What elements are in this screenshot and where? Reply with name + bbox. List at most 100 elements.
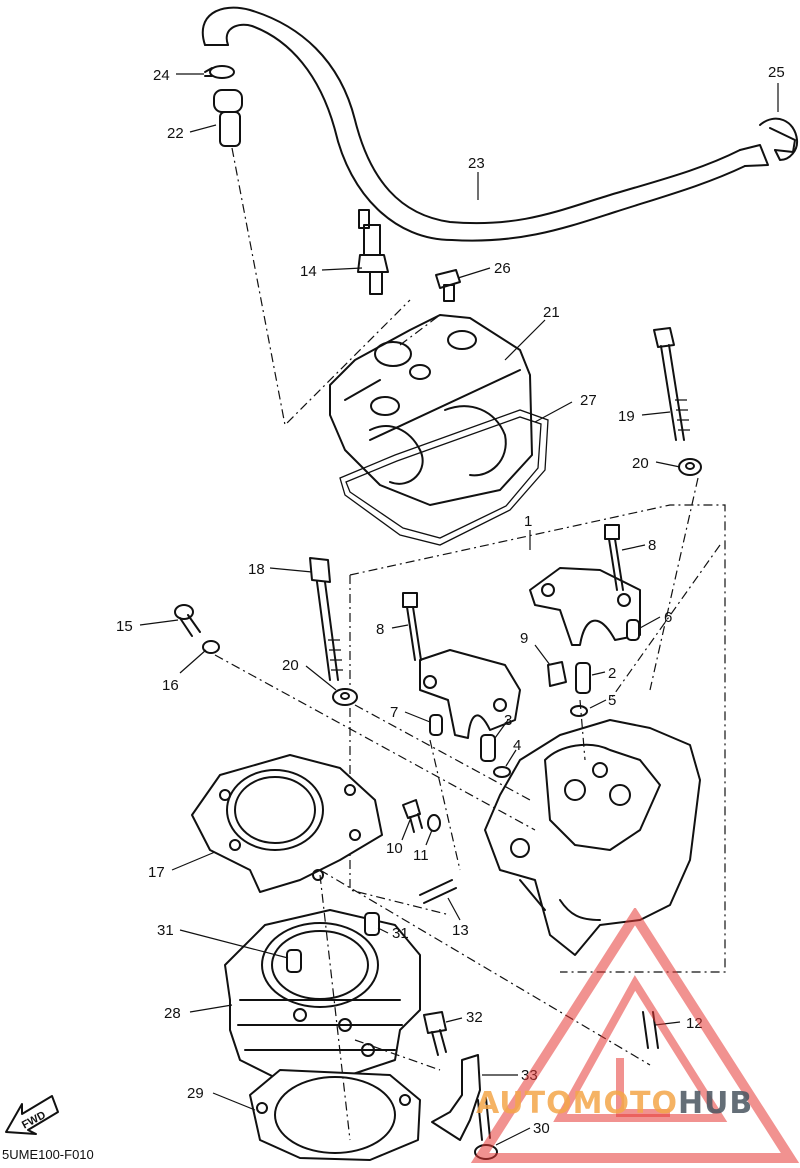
leader-13: [447, 897, 461, 921]
washer-left: [332, 688, 358, 706]
callout-18: 18: [248, 561, 265, 578]
leader-30: [495, 1127, 531, 1146]
callout-8b: 8: [376, 621, 384, 638]
callout-31a: 31: [157, 922, 174, 939]
callout-10: 10: [386, 840, 403, 857]
leader-31a: [179, 929, 289, 959]
head-cover-gasket: [339, 409, 549, 546]
callout-8a: 8: [648, 537, 656, 554]
pin-3: [480, 734, 496, 762]
bolt-15: [174, 604, 201, 637]
leader-9: [534, 644, 551, 666]
callout-22: 22: [167, 125, 184, 142]
leader-16: [179, 649, 207, 674]
callout-4: 4: [513, 737, 521, 754]
long-bolt-right: [653, 327, 690, 441]
bolt-32: [423, 1011, 447, 1056]
leader-20a: [655, 461, 681, 468]
cap-bolt-right: [604, 524, 624, 591]
leader-32: [445, 1017, 463, 1023]
callout-9: 9: [520, 630, 528, 647]
callout-2: 2: [608, 665, 616, 682]
callout-1: 1: [524, 513, 532, 530]
leader-28: [189, 1004, 233, 1013]
cylinder-gasket: [249, 1069, 421, 1161]
washer-11: [427, 814, 441, 832]
callout-28: 28: [164, 1005, 181, 1022]
leader-18: [269, 567, 313, 573]
leader-17: [171, 851, 216, 871]
leader-15: [139, 619, 179, 626]
callout-20a: 20: [632, 455, 649, 472]
callout-14: 14: [300, 263, 317, 280]
assembly-outline: [349, 504, 726, 973]
leader-3: [494, 719, 509, 739]
stud-13: [419, 879, 457, 904]
washer-16: [202, 640, 220, 654]
leader-7: [404, 711, 431, 723]
callout-17: 17: [148, 864, 165, 881]
callout-16: 16: [162, 677, 179, 694]
dashed-leader-head: [429, 699, 586, 871]
callout-11: 11: [413, 847, 429, 864]
cylinder-head-cover: [329, 314, 533, 506]
cylinder-head: [484, 719, 701, 956]
callout-7: 7: [390, 704, 398, 721]
cylinder-head-gasket: [191, 754, 383, 893]
o-ring-5: [570, 705, 588, 717]
callout-5: 5: [608, 692, 616, 709]
dashed-leader-bolt18: [214, 654, 536, 831]
callout-26: 26: [494, 260, 511, 277]
diagram-code: 5UME100-F010: [2, 1147, 94, 1162]
callout-6: 6: [664, 609, 672, 626]
leader-21: [504, 319, 546, 361]
stud-bolt-2: [575, 662, 591, 694]
leader-20b: [305, 665, 337, 691]
leader-27: [534, 401, 573, 423]
plug-9: [547, 661, 567, 687]
fwd-arrow-icon: FWD: [4, 1092, 60, 1143]
leader-31b: [377, 927, 389, 934]
cylinder: [224, 909, 421, 1081]
watermark-logo: [470, 908, 800, 1163]
callout-19: 19: [618, 408, 635, 425]
spark-plug: [357, 209, 389, 295]
callout-3: 3: [504, 712, 512, 729]
leader-19: [641, 411, 671, 416]
callout-31b: 31: [392, 925, 409, 942]
bracket-33: [431, 1054, 481, 1141]
callout-32: 32: [466, 1009, 483, 1026]
leader-26: [457, 267, 491, 279]
callout-21: 21: [543, 304, 560, 321]
watermark-text: AUTOMOTOHUB: [476, 1086, 754, 1121]
callout-23: 23: [468, 155, 485, 172]
camshaft-cap-right: [529, 567, 641, 646]
dashed-leader-gasket: [319, 869, 651, 1141]
hose-joint: [213, 89, 243, 147]
leader-5: [589, 699, 607, 709]
dashed-leader-bolt19: [609, 477, 721, 701]
long-bolt-left: [309, 557, 343, 681]
o-ring-4: [493, 766, 511, 778]
leader-8b: [391, 624, 409, 629]
callout-20b: 20: [282, 657, 299, 674]
callout-27: 27: [580, 392, 597, 409]
leader-6: [639, 616, 661, 629]
leader-8a: [621, 544, 646, 551]
bolt-10: [402, 799, 423, 833]
dowel-pin-right: [626, 619, 640, 641]
hose-clamp: [759, 117, 799, 161]
callout-30: 30: [533, 1120, 550, 1137]
leader-29: [212, 1092, 256, 1111]
hose-clip-small: [204, 65, 235, 79]
breather-hose: [201, 6, 769, 242]
cap-plug: [435, 269, 461, 302]
camshaft-cap-left: [419, 649, 521, 739]
leader-4: [505, 749, 517, 767]
washer-right: [678, 458, 702, 476]
dashed-leader-joint: [231, 147, 441, 427]
callout-13: 13: [452, 922, 469, 939]
leader-10: [401, 819, 411, 841]
cap-bolt-left: [402, 592, 422, 661]
